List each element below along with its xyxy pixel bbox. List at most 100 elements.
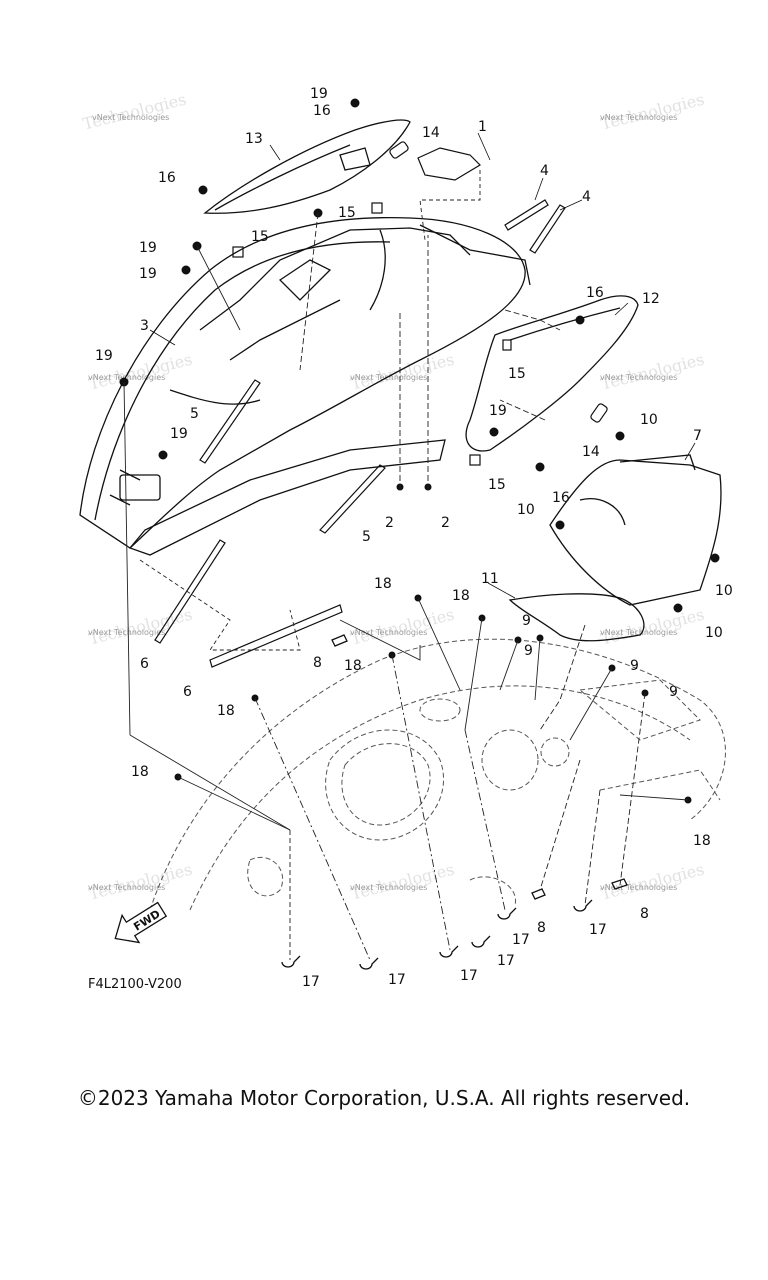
callout-14: 14 (582, 444, 600, 460)
svg-text:vNext Technologies: vNext Technologies (350, 628, 427, 637)
nut-16c (575, 315, 585, 325)
callout-5: 5 (362, 529, 371, 545)
callout-8: 8 (313, 655, 322, 671)
callout-9: 9 (522, 613, 531, 629)
clip-17d (471, 935, 491, 948)
parts-diagram: Technologies vNext Technologies Technolo… (79, 86, 733, 992)
fwd-arrow: FWD (114, 901, 168, 944)
callout-18: 18 (693, 833, 711, 849)
deck-cover (79, 216, 531, 556)
strip-5a (199, 379, 261, 464)
callout-7: 7 (693, 428, 702, 444)
callout-8: 8 (640, 906, 649, 922)
callout-18: 18 (217, 703, 235, 719)
svg-text:vNext Technologies: vNext Technologies (600, 113, 677, 122)
watermark: Technologies vNext Technologies (81, 90, 188, 134)
callout-2: 2 (385, 515, 394, 531)
rear-cover-13 (203, 119, 411, 214)
watermark: Technologies vNext Technologies (599, 605, 706, 649)
callout-5: 5 (190, 406, 199, 422)
nut-16d (535, 462, 545, 472)
leader-lines (149, 132, 696, 599)
svg-text:vNext Technologies: vNext Technologies (600, 883, 677, 892)
strip-6b (209, 604, 343, 668)
svg-text:Technologies: Technologies (599, 90, 706, 134)
copyright-notice: ©2023 Yamaha Motor Corporation, U.S.A. A… (77, 1086, 691, 1110)
callout-labels: 1 2 2 3 4 4 5 5 6 6 7 8 8 8 9 9 9 9 10 1… (95, 86, 733, 990)
svg-text:vNext Technologies: vNext Technologies (350, 373, 427, 382)
callout-17: 17 (512, 932, 530, 948)
callout-4: 4 (540, 163, 549, 179)
bolt-19c (181, 265, 191, 275)
nut-16a (350, 98, 360, 108)
strip-4b (529, 204, 566, 254)
strip-5b (319, 464, 386, 534)
callout-8: 8 (537, 920, 546, 936)
clip-15d (469, 454, 481, 466)
svg-text:vNext Technologies: vNext Technologies (350, 883, 427, 892)
box-7 (549, 454, 722, 606)
watermark: Technologies vNext Technologies (349, 350, 456, 394)
callout-17: 17 (589, 922, 607, 938)
callout-15: 15 (508, 366, 526, 382)
bushing-14b (590, 403, 608, 423)
bolt-10d (673, 603, 683, 613)
callout-10: 10 (705, 625, 723, 641)
watermark: Technologies vNext Technologies (87, 860, 194, 904)
bolt-10c (710, 553, 720, 563)
fwd-arrow-icon (114, 901, 168, 944)
watermark: Technologies vNext Technologies (87, 605, 194, 649)
svg-text:vNext Technologies: vNext Technologies (600, 628, 677, 637)
callout-18: 18 (344, 658, 362, 674)
svg-text:Technologies: Technologies (81, 90, 188, 134)
callout-19: 19 (489, 403, 507, 419)
callout-15: 15 (251, 229, 269, 245)
callout-17: 17 (302, 974, 320, 990)
seal-11 (508, 593, 645, 642)
watermark: Technologies vNext Technologies (599, 90, 706, 134)
svg-text:Technologies: Technologies (349, 605, 456, 649)
callout-1: 1 (478, 119, 487, 135)
bushing-14a (389, 141, 409, 159)
clip-17b (359, 957, 379, 970)
svg-text:vNext Technologies: vNext Technologies (88, 883, 165, 892)
callout-19: 19 (170, 426, 188, 442)
callout-6: 6 (140, 656, 149, 672)
svg-text:Technologies: Technologies (599, 605, 706, 649)
callout-16: 16 (552, 490, 570, 506)
strip-6a (154, 539, 226, 644)
callout-14: 14 (422, 125, 440, 141)
callout-6: 6 (183, 684, 192, 700)
clip-15c (502, 339, 512, 351)
clip-17a (281, 955, 301, 968)
callout-9: 9 (669, 684, 678, 700)
bracket-1 (417, 147, 481, 181)
callout-19: 19 (310, 86, 328, 102)
callout-12: 12 (642, 291, 660, 307)
clip-17c (439, 945, 459, 958)
clip-17f (573, 899, 593, 912)
fasteners (119, 98, 720, 804)
callout-9: 9 (630, 658, 639, 674)
figure-code: F4L2100-V200 (88, 977, 182, 992)
clip-8c (611, 878, 628, 890)
bolt-19f (489, 427, 499, 437)
clip-15a (371, 202, 383, 214)
callout-3: 3 (140, 318, 149, 334)
callout-18: 18 (131, 764, 149, 780)
svg-text:Technologies: Technologies (349, 350, 456, 394)
svg-text:Technologies: Technologies (87, 605, 194, 649)
callout-16: 16 (158, 170, 176, 186)
assembly-lines (123, 170, 689, 961)
svg-text:Technologies: Technologies (599, 350, 706, 394)
clip-17e (497, 907, 517, 920)
clip-8a (331, 634, 348, 647)
svg-text:vNext Technologies: vNext Technologies (600, 373, 677, 382)
callout-9: 9 (524, 643, 533, 659)
svg-text:Technologies: Technologies (87, 860, 194, 904)
callout-19: 19 (139, 240, 157, 256)
callout-10: 10 (715, 583, 733, 599)
clip-15b (232, 246, 244, 258)
svg-text:vNext Technologies: vNext Technologies (92, 113, 169, 122)
callout-10: 10 (517, 502, 535, 518)
